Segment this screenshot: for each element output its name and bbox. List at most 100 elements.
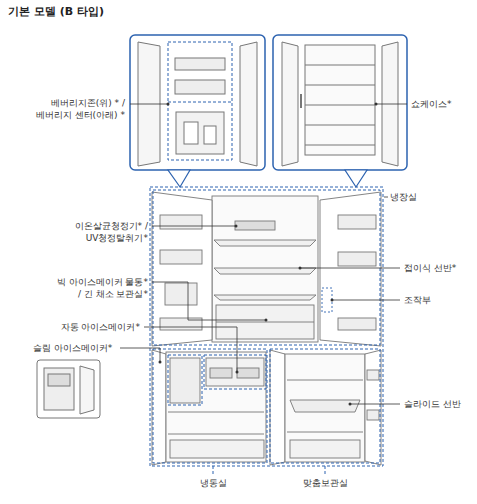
drawing-rect [184, 122, 198, 144]
drawing-line [305, 65, 375, 66]
diagram-title: 기본 모델 (B 타입) [8, 4, 104, 19]
drawing-circle [349, 403, 352, 406]
leader-dots [159, 103, 378, 406]
drawing-polyline [144, 327, 237, 372]
drawing-circle [331, 299, 334, 302]
drawing-circle [236, 371, 239, 374]
drawing-path [214, 240, 316, 246]
drawing-rect [204, 355, 266, 389]
part-label: 조작부 [404, 294, 431, 306]
drawing-circle [265, 319, 268, 322]
drawing-rect [338, 318, 376, 330]
beverage-panel [130, 35, 265, 170]
part-label: 쇼케이스* [411, 98, 452, 110]
drawing-rect [270, 349, 380, 463]
part-label: 슬림 아이스메이커* [33, 342, 112, 354]
drawing-circle [159, 361, 162, 364]
part-label: 접이식 선반* [404, 262, 456, 274]
drawing-line [168, 102, 232, 103]
drawing-rect [367, 410, 379, 420]
part-label: 베버리지존(위) * / 베버리지 센터(아래) * [25, 97, 125, 121]
drawing-polyline [332, 300, 400, 301]
drawing-path [282, 42, 298, 166]
drawing-line [325, 466, 326, 475]
drawing-rect [175, 80, 225, 94]
zone-outlines [150, 187, 383, 475]
drawing-rect [338, 252, 376, 266]
drawing-polyline [120, 348, 160, 362]
drawing-polyline [300, 268, 400, 269]
drawing-polyline [130, 104, 168, 105]
drawing-rect [48, 374, 70, 386]
drawing-line [216, 322, 314, 323]
drawing-path [214, 295, 316, 300]
drawing-path [152, 192, 212, 346]
drawing-rect [168, 355, 202, 405]
drawing-rect [210, 368, 232, 378]
drawing-rect [367, 370, 379, 380]
drawing-path [290, 400, 360, 412]
fridge-body [152, 192, 381, 465]
drawing-line [287, 380, 363, 381]
drawing-rect [300, 94, 302, 108]
drawing-polyline [384, 197, 388, 198]
drawing-rect [153, 349, 267, 463]
drawing-path [80, 366, 94, 414]
drawing-rect [175, 58, 225, 70]
part-label: 맞춤보관실 [303, 477, 348, 489]
drawing-rect [170, 440, 264, 458]
drawing-rect [285, 354, 365, 462]
drawing-rect [166, 352, 266, 462]
drawing-rect [170, 358, 200, 403]
drawing-rect [168, 42, 232, 160]
slim-ice-maker-inset [37, 360, 100, 418]
drawing-polyline [350, 404, 400, 405]
pointer-triangles [168, 170, 367, 187]
drawing-rect [290, 440, 360, 458]
drawing-path [365, 350, 381, 465]
drawing-line [287, 432, 363, 433]
drawing-rect [338, 215, 376, 229]
drawing-rect [160, 215, 202, 229]
drawing-path [240, 42, 257, 166]
drawing-line [305, 105, 375, 106]
drawing-rect [216, 305, 314, 339]
drawing-rect [176, 112, 224, 154]
part-label: 냉장실 [390, 191, 417, 203]
drawing-line [168, 434, 264, 435]
drawing-rect [44, 368, 74, 410]
drawing-rect [305, 45, 375, 155]
drawing-rect [165, 283, 197, 305]
drawing-circle [235, 225, 238, 228]
drawing-polyline [152, 226, 236, 227]
drawing-circle [167, 103, 170, 106]
part-label: 슬라이드 선반 [404, 398, 461, 410]
drawing-circle [299, 267, 302, 270]
drawing-path [270, 350, 285, 465]
drawing-path [320, 192, 381, 346]
drawing-line [168, 412, 264, 413]
drawing-rect [37, 360, 100, 418]
drawing-rect [206, 358, 264, 386]
part-label: 냉동실 [200, 477, 227, 489]
part-label: 자동 아이스메이커* [61, 321, 140, 333]
drawing-path [152, 350, 166, 465]
drawing-rect [237, 368, 259, 378]
drawing-rect [153, 190, 380, 345]
part-label: 이온살균청정기* / UV청정탈취기* [48, 220, 148, 244]
drawing-path [345, 170, 367, 187]
leader-lines [120, 104, 407, 404]
drawing-rect [204, 126, 216, 144]
drawing-polyline [376, 104, 407, 105]
drawing-polyline [152, 282, 266, 320]
part-label: 빅 아이스메이커 물통* / 긴 채소 보관실* [51, 276, 148, 300]
drawing-rect [160, 250, 202, 264]
drawing-line [305, 125, 375, 126]
showcase-panel [273, 35, 407, 170]
drawing-circle [375, 103, 378, 106]
drawing-line [213, 466, 214, 475]
drawing-rect [130, 35, 265, 170]
drawing-rect [273, 35, 407, 170]
